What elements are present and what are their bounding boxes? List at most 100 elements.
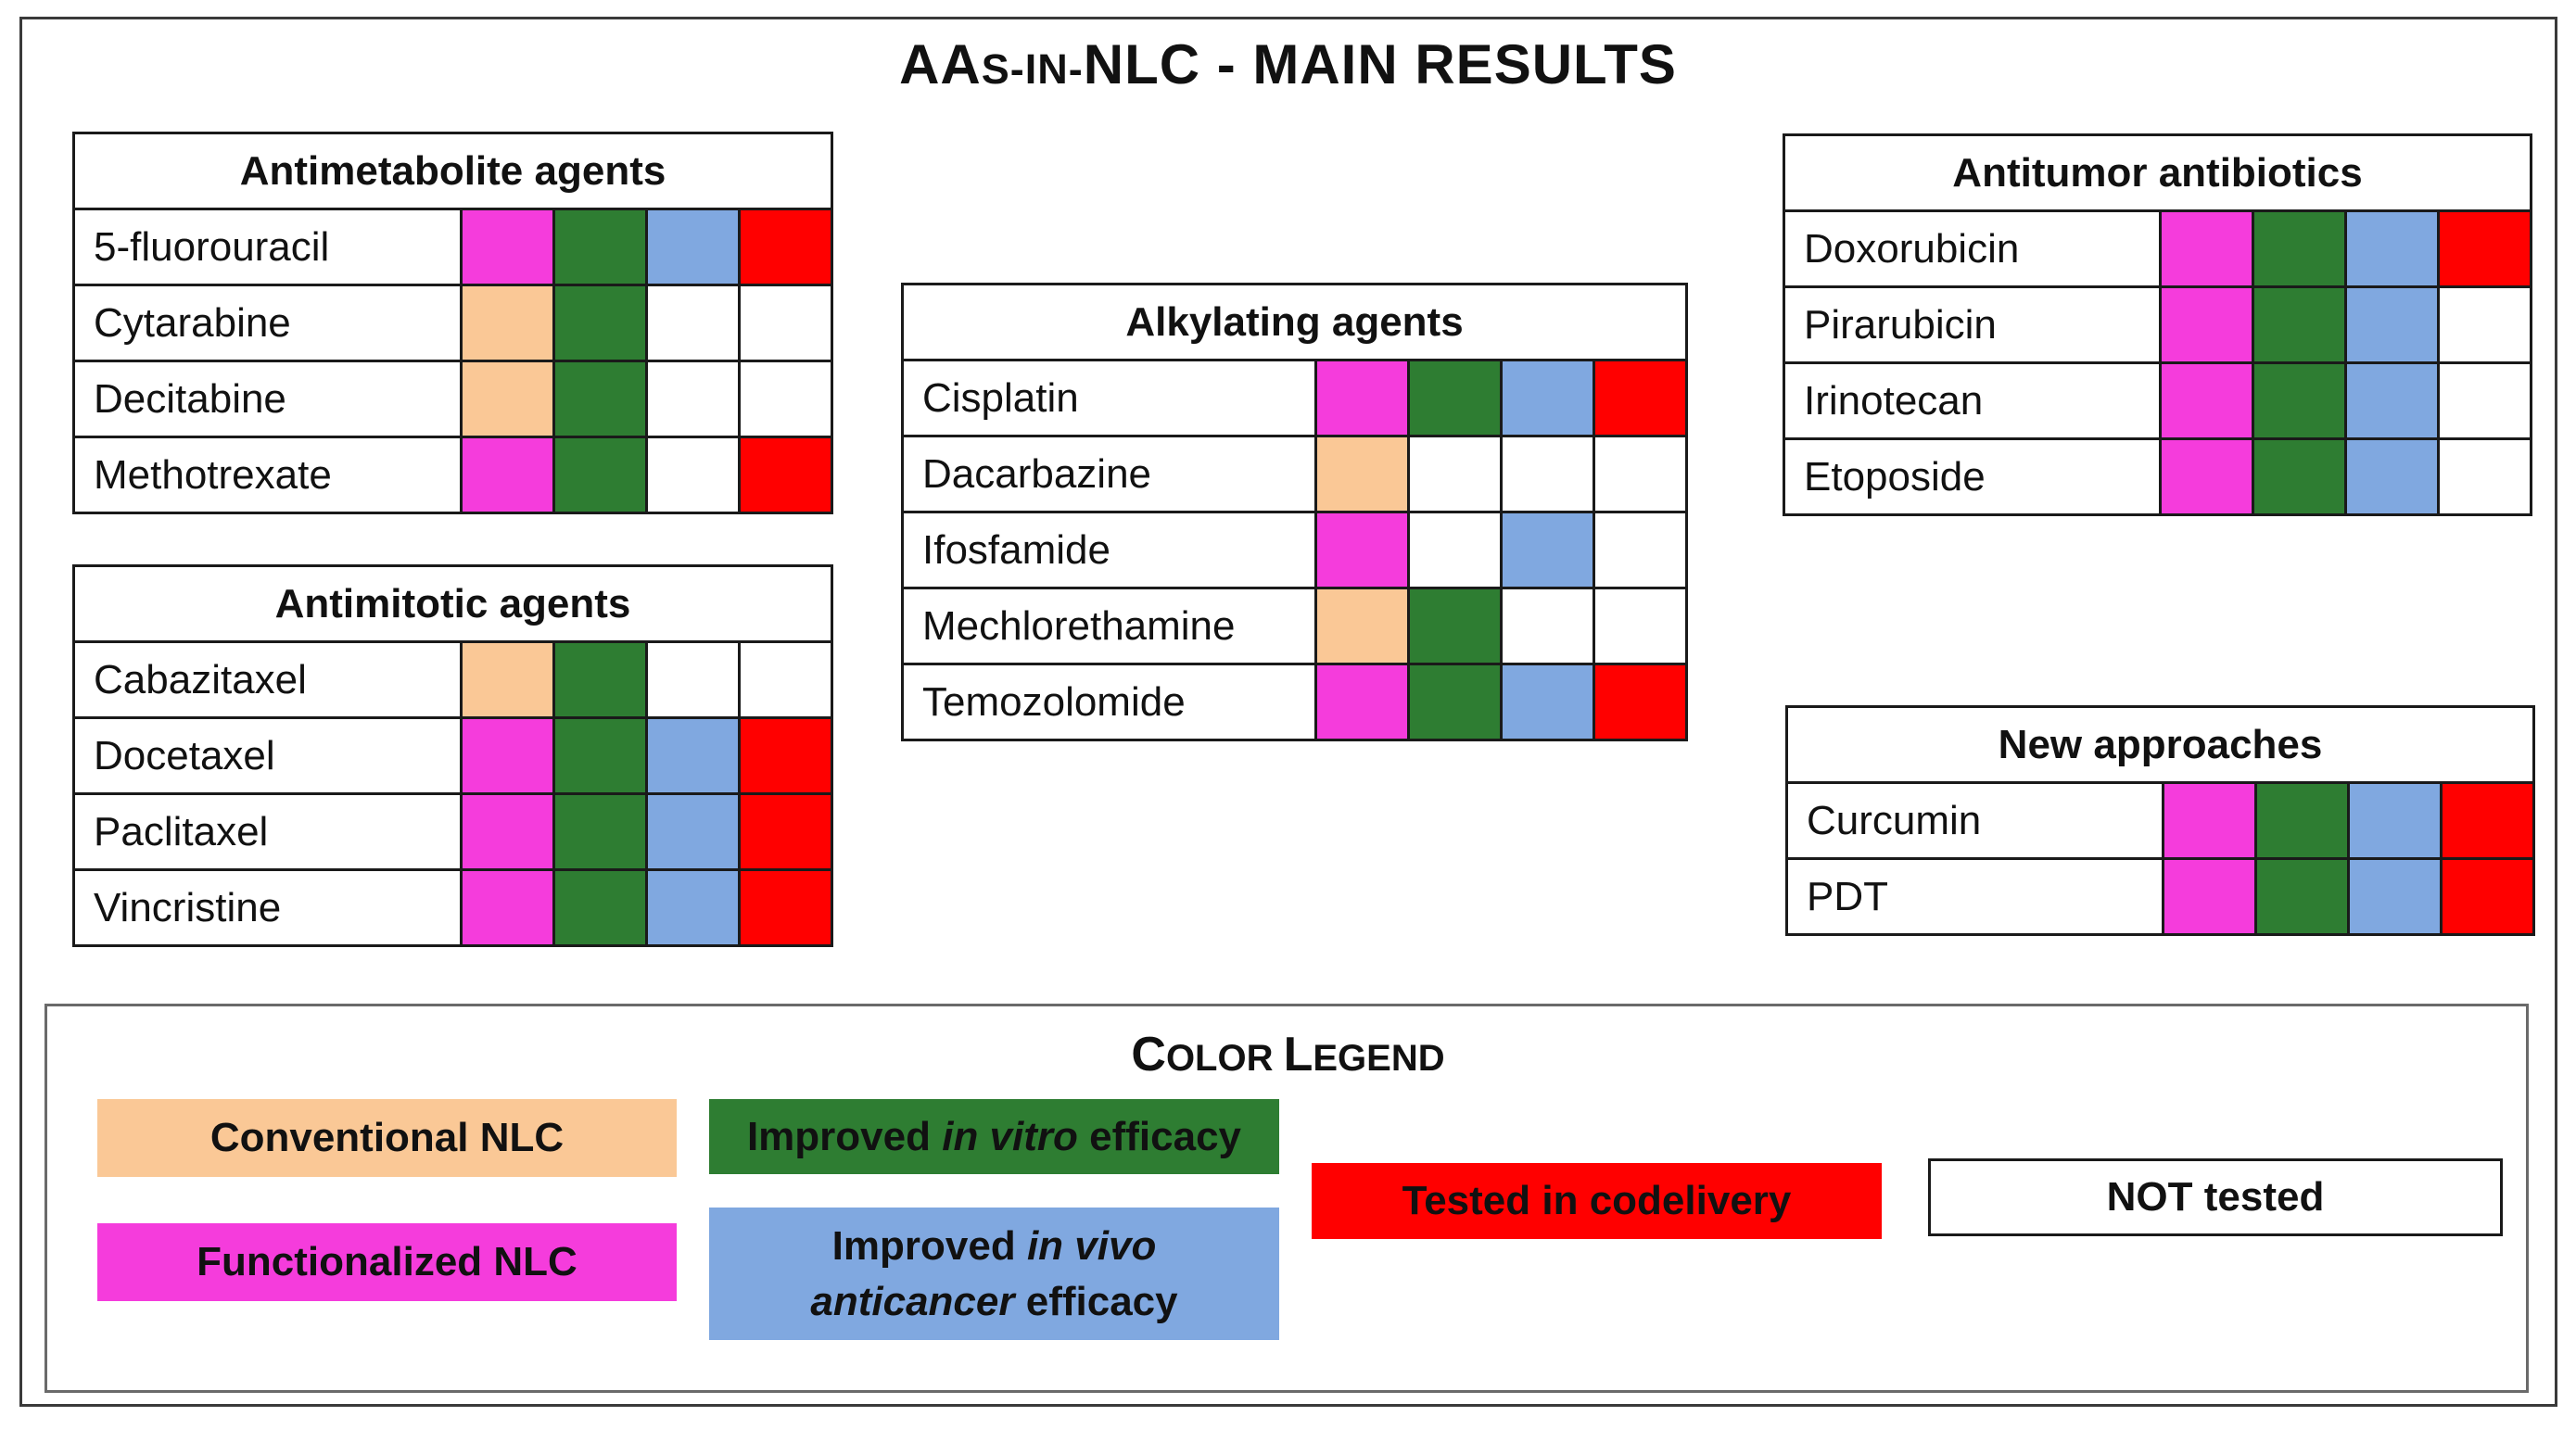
drug-name: Ifosfamide [901,511,1317,589]
status-cell-in-vivo [2344,437,2440,516]
status-cell-conventional [1314,435,1410,513]
drug-name: Dacarbazine [901,435,1317,513]
status-cell-codelivery [738,716,833,795]
table-row: Vincristine [72,868,833,947]
status-cell-in-vivo [1500,511,1595,589]
drug-name: Doxorubicin [1783,209,2162,288]
status-cell-conventional [460,284,555,362]
table-row: Doxorubicin [1783,209,2533,288]
status-cell-functionalized [2162,857,2257,936]
drug-name: Decitabine [72,360,463,438]
status-cell-in-vitro [2252,285,2347,364]
main-title: AAs-in-NLC - MAIN RESULTS [899,33,1677,95]
status-cell-not-tested [1500,587,1595,665]
legend-in-vivo-efficacy: Improved in vivo anticancer efficacy [709,1208,1279,1340]
table-row: PDT [1785,857,2536,936]
table-row: Ifosfamide [901,511,1689,589]
status-cell-in-vivo [2344,285,2440,364]
table-title: Antimetabolite agents [71,132,834,210]
table-row: Dacarbazine [901,435,1689,513]
status-cell-in-vivo [645,868,741,947]
table-row: Pirarubicin [1783,285,2533,364]
status-cell-in-vitro [2252,209,2347,288]
status-cell-not-tested [2436,437,2533,516]
table-title: Alkylating agents [900,283,1689,361]
status-cell-functionalized [460,436,555,514]
drug-name: PDT [1785,857,2164,936]
status-cell-not-tested [2436,285,2533,364]
status-cell-in-vivo [1500,359,1595,437]
status-cell-not-tested [738,640,833,719]
drug-name: Paclitaxel [72,792,463,871]
table-title: Antimitotic agents [72,564,833,643]
status-cell-functionalized [1314,359,1410,437]
table-title: New approaches [1784,705,2536,784]
status-cell-functionalized [460,868,555,947]
drug-name: Vincristine [72,868,463,947]
status-cell-not-tested [645,640,741,719]
status-cell-in-vitro [552,284,648,362]
status-cell-not-tested [2436,361,2533,440]
status-cell-codelivery [737,436,834,514]
status-cell-codelivery [1592,663,1689,741]
status-cell-functionalized [1314,511,1410,589]
drug-name: Irinotecan [1783,361,2162,440]
status-cell-functionalized [2159,361,2254,440]
table-row: Decitabine [72,360,834,438]
drug-name: Pirarubicin [1783,285,2162,364]
table-row: Cisplatin [901,359,1689,437]
status-cell-conventional [460,360,555,438]
status-cell-in-vivo [1500,663,1595,741]
status-cell-functionalized [2162,781,2257,860]
drug-name: Curcumin [1785,781,2164,860]
figure-frame [19,17,2557,1407]
status-cell-in-vivo [2344,209,2440,288]
status-cell-in-vitro [1407,587,1503,665]
table-row: Etoposide [1783,437,2533,516]
legend-conventional-nlc: Conventional NLC [97,1099,677,1177]
drug-name: Cytarabine [72,284,463,362]
status-cell-conventional [1314,587,1410,665]
status-cell-in-vivo [645,792,741,871]
status-cell-functionalized [2159,285,2254,364]
table-title: Antitumor antibiotics [1782,133,2533,212]
status-cell-not-tested [645,360,741,438]
drug-name: Docetaxel [72,716,463,795]
legend-not-tested: NOT tested [1928,1158,2503,1236]
table-row: Temozolomide [901,663,1689,741]
status-cell-codelivery [2439,781,2536,860]
drug-name: Mechlorethamine [901,587,1317,665]
table-row: Mechlorethamine [901,587,1689,665]
status-cell-not-tested [645,436,741,514]
status-cell-in-vitro [1407,359,1503,437]
status-cell-codelivery [2436,209,2533,288]
legend-functionalized-nlc: Functionalized NLC [97,1223,677,1301]
status-cell-not-tested [737,284,834,362]
drug-name: Temozolomide [901,663,1317,741]
status-cell-not-tested [1592,511,1689,589]
status-cell-functionalized [460,792,555,871]
status-cell-codelivery [2439,857,2536,936]
status-cell-functionalized [2159,209,2254,288]
color-legend-box [44,1004,2529,1393]
status-cell-functionalized [2159,437,2254,516]
status-cell-functionalized [460,208,555,286]
table-row: Methotrexate [72,436,834,514]
status-cell-in-vitro [552,436,648,514]
table-row: Cytarabine [72,284,834,362]
drug-name: Methotrexate [72,436,463,514]
status-cell-in-vitro [2254,781,2350,860]
drug-name: Cabazitaxel [72,640,463,719]
legend-tested-in-codelivery: Tested in codelivery [1312,1163,1882,1239]
status-cell-codelivery [737,208,834,286]
table-row: Cabazitaxel [72,640,833,719]
status-cell-in-vivo [645,208,741,286]
drug-name: Etoposide [1783,437,2162,516]
status-cell-in-vitro [552,208,648,286]
status-cell-codelivery [738,792,833,871]
status-cell-not-tested [1407,511,1503,589]
